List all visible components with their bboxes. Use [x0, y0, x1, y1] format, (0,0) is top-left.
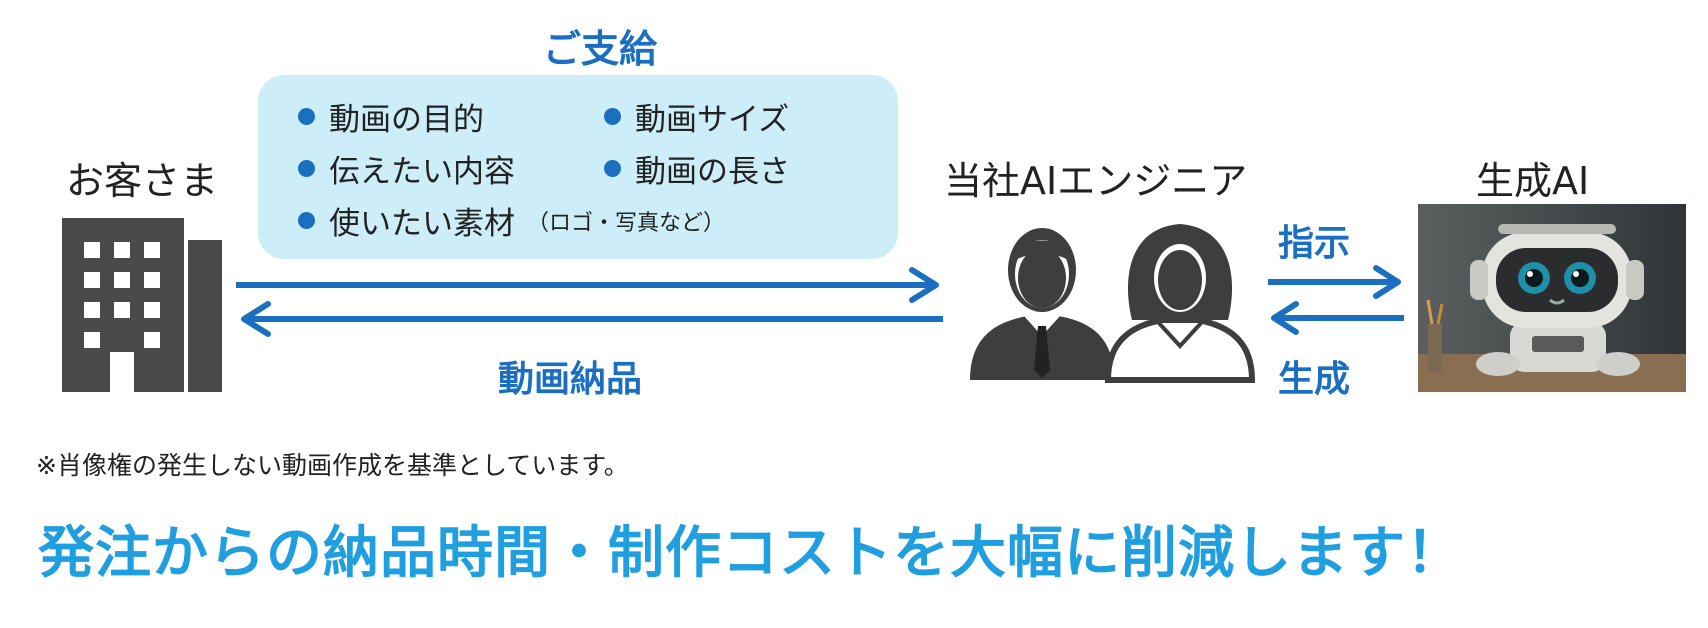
building-icon — [62, 218, 222, 392]
supply-item-label: 動画サイズ — [635, 102, 790, 138]
ai-label: 生成AI — [1476, 159, 1590, 203]
bullet-icon — [604, 160, 621, 177]
tagline: 発注からの納品時間・制作コストを大幅に削減します！ — [38, 521, 1463, 586]
bullet-icon — [298, 212, 315, 229]
supply-item-label: 使いたい素材 — [329, 206, 515, 242]
supply-item: 伝えたい内容 — [298, 146, 515, 191]
robot-image — [1418, 204, 1686, 392]
engineer-label: 当社AIエンジニア — [944, 159, 1248, 203]
supply-item-note: （ロゴ・写真など） — [527, 210, 726, 236]
bullet-icon — [298, 108, 315, 125]
delivery-label: 動画納品 — [498, 359, 643, 400]
bullet-icon — [298, 160, 315, 177]
supply-item-label: 動画の長さ — [635, 154, 790, 190]
female-engineer-icon — [1104, 224, 1256, 383]
customer-label: お客さま — [66, 159, 219, 203]
supply-item-label: 動画の目的 — [329, 102, 484, 138]
supply-item: 使いたい素材 （ロゴ・写真など） — [298, 198, 725, 243]
supply-title: ご支給 — [542, 27, 657, 71]
supply-item: 動画の長さ — [604, 146, 790, 191]
engineers-icon — [970, 224, 1256, 383]
supply-item-label: 伝えたい内容 — [329, 154, 515, 190]
supply-item: 動画の目的 — [298, 94, 484, 139]
supply-arrow-right — [236, 267, 943, 337]
generation-label: 生成 — [1278, 359, 1351, 400]
bullet-icon — [604, 108, 621, 125]
supply-item: 動画サイズ — [604, 94, 789, 139]
footnote: ※肖像権の発生しない動画作成を基準としています。 — [36, 451, 629, 480]
male-engineer-icon — [970, 228, 1114, 380]
supply-box — [258, 75, 898, 259]
instruction-label: 指示 — [1278, 223, 1351, 264]
instruction-arrows — [1268, 265, 1404, 335]
